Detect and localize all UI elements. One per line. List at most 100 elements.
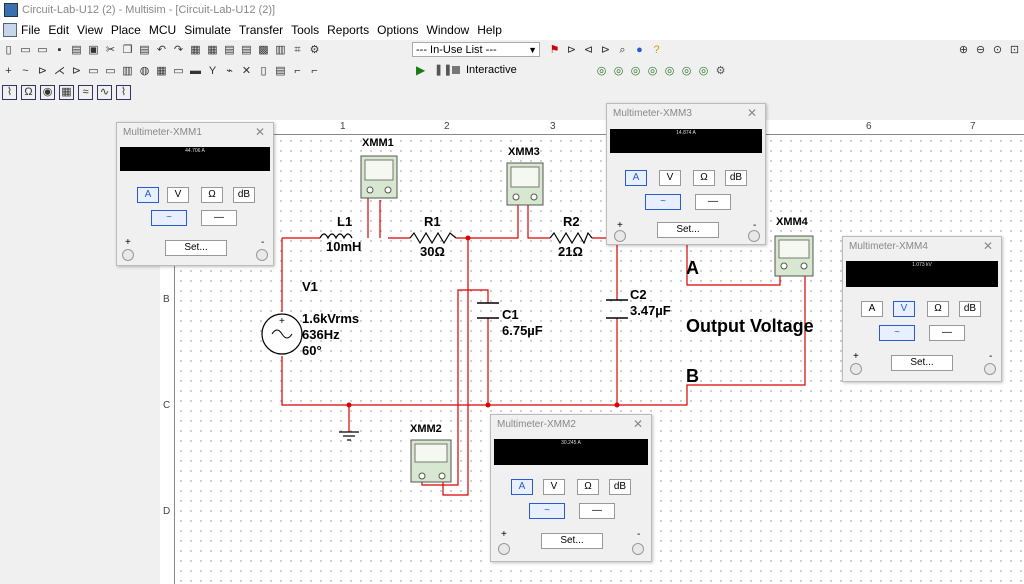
multimeter-xmm2-panel[interactable]: Multimeter-XMM2 ✕ 30.245 A A V Ω dB ~ — … [490,414,652,562]
function-generator-icon[interactable]: ◎ [613,64,624,77]
word-generator-icon[interactable]: ◎ [698,64,709,77]
close-icon[interactable]: ✕ [982,239,993,253]
new-file-icon[interactable]: ▯ [5,43,12,56]
search-icon[interactable]: ⌕ [619,43,626,56]
wave-view-icon[interactable]: ≈ [78,84,93,100]
dc-button[interactable]: — [929,325,965,341]
menu-tools[interactable]: Tools [291,23,320,37]
ohmmeter-mode-button[interactable]: Ω [201,187,223,203]
ac-button[interactable]: ~ [645,194,681,210]
db-mode-button[interactable]: dB [725,170,747,186]
paste-icon[interactable]: ▤ [139,43,150,56]
redo-icon[interactable]: ↷ [173,43,184,56]
grid-view-icon[interactable]: ▦ [59,84,74,100]
ammeter-mode-button[interactable]: A [625,170,647,186]
probe-voltage-icon[interactable]: ⊳ [566,43,577,56]
misc-icon[interactable]: ▭ [173,64,184,77]
analog-icon[interactable]: ⊳ [71,64,82,77]
interactive-mode-label[interactable]: Interactive [466,64,517,76]
set-button[interactable]: Set... [657,222,719,238]
menu-view[interactable]: View [77,23,103,37]
mcu-icon[interactable]: ▯ [260,64,267,77]
save-icon[interactable]: ▪ [57,43,62,56]
electromech-icon[interactable]: ⌁ [226,64,233,77]
globe-icon[interactable]: ● [636,43,643,56]
voltmeter-mode-button[interactable]: V [543,479,565,495]
dc-button[interactable]: — [201,210,237,226]
set-button[interactable]: Set... [891,355,953,371]
menu-options[interactable]: Options [377,23,419,37]
wire-icon[interactable]: ⌐ [311,64,318,77]
design-toolbox-icon[interactable]: ▤ [241,43,252,56]
zoom-out-icon[interactable]: ⊖ [975,43,986,56]
spreadsheet-icon[interactable]: ▤ [224,43,235,56]
voltmeter-mode-button[interactable]: V [893,301,915,317]
ac-button[interactable]: ~ [879,325,915,341]
indicator-icon[interactable]: ◍ [139,64,150,77]
grapher-icon[interactable]: ▥ [275,43,286,56]
print-preview-icon[interactable]: ▣ [88,43,99,56]
settings-gear-icon[interactable]: ⚙ [715,64,726,77]
probe-view-icon[interactable]: ◉ [40,84,55,100]
grid-icon[interactable]: ▦ [207,43,218,56]
db-mode-button[interactable]: dB [233,187,255,203]
in-use-list-dropdown[interactable]: --- In-Use List --- ▼ [412,42,540,57]
undo-icon[interactable]: ↶ [156,43,167,56]
set-button[interactable]: Set... [541,533,603,549]
menu-reports[interactable]: Reports [327,23,370,37]
plus-terminal[interactable] [122,249,134,261]
multimeter-xmm4-panel[interactable]: Multimeter-XMM4 ✕ 1.073 kV A V Ω dB ~ — … [842,236,1002,382]
db-mode-button[interactable]: dB [959,301,981,317]
component-wizard-icon[interactable]: ⚙ [309,43,320,56]
menu-simulate[interactable]: Simulate [184,23,231,37]
plus-terminal[interactable] [498,543,510,555]
minus-terminal[interactable] [984,363,996,375]
menu-transfer[interactable]: Transfer [238,23,284,37]
open-samples-icon[interactable]: ▭ [37,43,48,56]
menu-mcu[interactable]: MCU [148,23,177,37]
close-icon[interactable]: ✕ [746,106,757,120]
hierarchical-block-icon[interactable]: ▤ [275,64,286,77]
power-component-icon[interactable]: ▦ [156,64,167,77]
dc-button[interactable]: — [695,194,731,210]
probe-icon[interactable]: ⚑ [549,43,560,56]
rf-icon[interactable]: ✕ [241,64,252,77]
zoom-area-icon[interactable]: ⊙ [992,43,1003,56]
multimeter-xmm3-panel[interactable]: Multimeter-XMM3 ✕ 14.874 A A V Ω dB ~ — … [606,103,766,245]
menu-window[interactable]: Window [426,23,470,37]
plus-terminal[interactable] [850,363,862,375]
antenna-icon[interactable]: Y [208,64,217,77]
menu-help[interactable]: Help [477,23,502,37]
misc-digital-icon[interactable]: ▬ [190,64,201,77]
menu-place[interactable]: Place [110,23,141,37]
voltmeter-mode-button[interactable]: V [167,187,189,203]
voltmeter-mode-button[interactable]: V [659,170,681,186]
pause-icon[interactable]: ❚❚ [434,64,453,76]
multimeter-icon[interactable]: ◎ [596,64,607,77]
open-folder-icon[interactable]: ▭ [20,43,31,56]
diode-icon[interactable]: ⊳ [37,64,48,77]
copy-icon[interactable]: ❐ [122,43,133,56]
ammeter-mode-button[interactable]: A [861,301,883,317]
postprocessor-icon[interactable]: ▩ [258,43,269,56]
fullscreen-icon[interactable]: ▦ [190,43,201,56]
mixed-icon[interactable]: ▥ [122,64,133,77]
ac-button[interactable]: ~ [529,503,565,519]
menu-file[interactable]: File [21,23,41,37]
oscilloscope-icon[interactable]: ◎ [647,64,658,77]
graph-view-icon[interactable]: ⌇ [2,84,17,100]
ammeter-mode-button[interactable]: A [137,187,159,203]
zoom-in-icon[interactable]: ⊕ [958,43,969,56]
bode-plotter-icon[interactable]: ◎ [664,64,675,77]
run-icon[interactable]: ▶ [416,63,426,77]
database-icon[interactable]: ⌗ [294,43,301,56]
close-icon[interactable]: ✕ [254,125,265,139]
minus-terminal[interactable] [748,230,760,242]
db-mode-button[interactable]: dB [609,479,631,495]
ohmmeter-mode-button[interactable]: Ω [927,301,949,317]
ohmmeter-mode-button[interactable]: Ω [693,170,715,186]
zoom-fit-icon[interactable]: ⊡ [1009,43,1020,56]
stop-icon[interactable] [452,66,460,74]
document-icon[interactable] [3,23,17,37]
source-icon[interactable]: + [5,64,12,77]
